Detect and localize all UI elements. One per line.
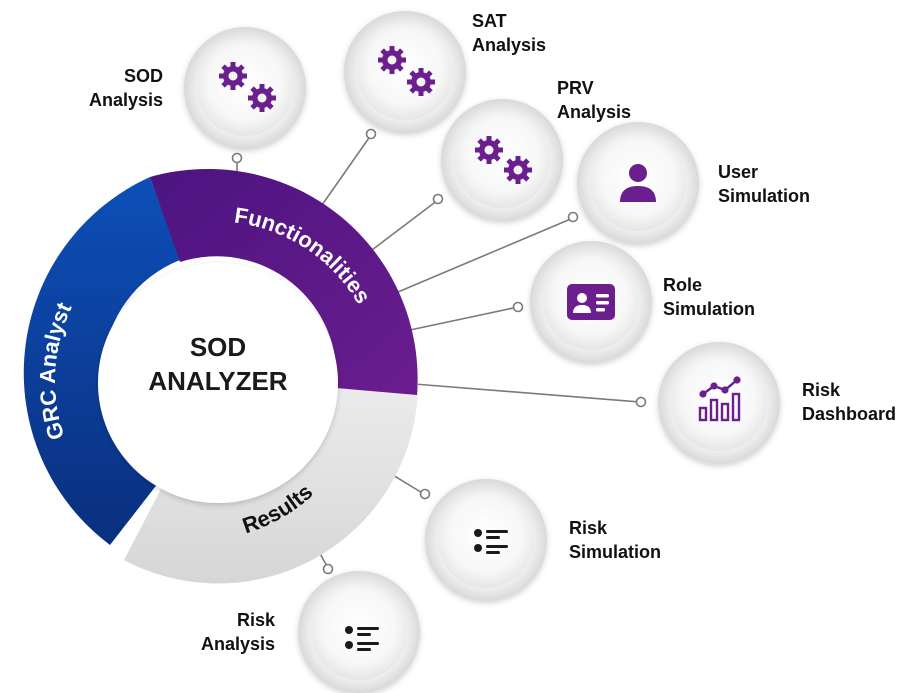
- risk-dashboard-label: Risk Dashboard: [802, 380, 897, 424]
- connector-role-sim: [409, 306, 519, 331]
- id-card-icon: [567, 284, 615, 320]
- sat-analysis-label: SAT Analysis: [472, 11, 547, 55]
- center-title-line2: ANALYZER: [148, 366, 288, 396]
- node-user-simulation: [577, 122, 699, 244]
- user-simulation-label: User Simulation: [718, 162, 811, 206]
- connector-dot: [365, 128, 377, 140]
- center-title-line1: SOD: [189, 332, 247, 362]
- connector-dot: [635, 396, 647, 408]
- connector-prv: [371, 199, 439, 251]
- connector-risk-dash: [413, 383, 641, 403]
- node-risk-analysis: [298, 571, 420, 693]
- node-risk-dashboard: [658, 342, 780, 464]
- connector-sat: [321, 134, 372, 206]
- role-simulation-label: Role Simulation: [663, 275, 756, 319]
- list-icon: [345, 626, 379, 651]
- results-segment: [124, 383, 419, 584]
- connector-dot: [512, 301, 524, 313]
- connector-lines: [236, 134, 641, 569]
- center-circle: [98, 263, 338, 503]
- node-sat-analysis: [344, 11, 466, 133]
- connector-dots: [231, 128, 647, 575]
- gears-icon: [378, 46, 435, 96]
- center-title: SOD ANALYZER: [118, 330, 318, 398]
- functionalities-segment: [150, 168, 418, 395]
- connector-user-sim: [397, 217, 574, 293]
- connector-dot: [432, 193, 444, 205]
- gears-icon: [219, 62, 276, 112]
- risk-analysis-label: Risk Analysis: [200, 610, 275, 654]
- node-sod-analysis: [184, 27, 306, 149]
- user-icon: [620, 164, 656, 202]
- bar-chart-icon: [698, 376, 741, 422]
- sod-analysis-label: SOD Analysis: [88, 66, 163, 110]
- risk-simulation-label: Risk Simulation: [569, 518, 662, 562]
- node-prv-analysis: [441, 99, 563, 221]
- connector-dot: [231, 152, 243, 164]
- node-risk-simulation: [425, 479, 547, 601]
- connector-dot: [567, 211, 579, 223]
- connector-dot: [322, 563, 334, 575]
- prv-analysis-label: PRV Analysis: [557, 78, 632, 122]
- connector-dot: [419, 488, 431, 500]
- list-icon: [474, 529, 508, 554]
- gears-icon: [475, 136, 532, 184]
